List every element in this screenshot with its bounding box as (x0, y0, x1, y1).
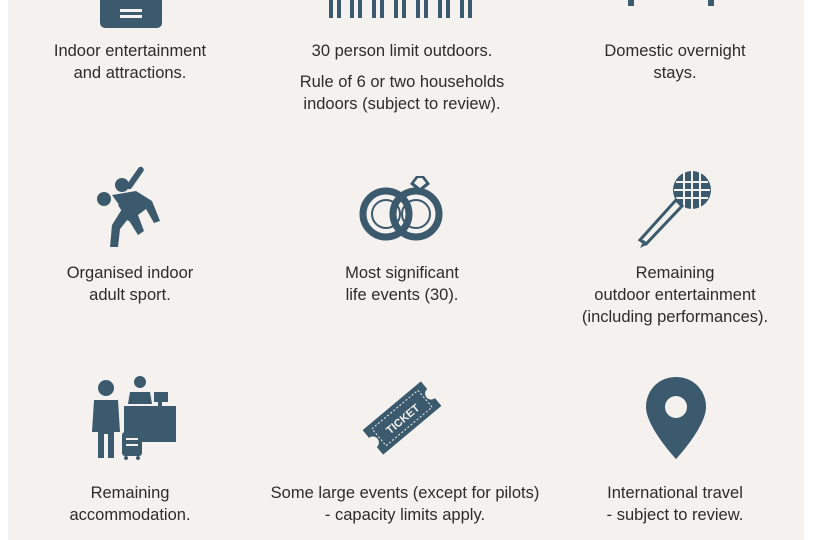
microphone-icon (637, 171, 711, 248)
life-events-line2: life events (30). (345, 286, 459, 304)
overnight-stays-line1: Domestic overnight (604, 42, 746, 60)
cell-person-limit: 30 person limit outdoors. Rule of 6 or t… (262, 40, 542, 115)
large-events-line1: Some large events (except for pilots) (270, 484, 540, 502)
cell-overnight-stays: Domestic overnight stays. (565, 40, 785, 84)
cell-indoor-entertainment: Indoor entertainment and attractions. (20, 40, 240, 84)
bed-icon (628, 0, 714, 6)
cell-large-events: Some large events (except for pilots) - … (237, 482, 573, 526)
overnight-stays-line2: stays. (653, 64, 697, 82)
accommodation-line2: accommodation. (69, 506, 191, 524)
people-group-icon (329, 0, 472, 18)
outdoor-entertainment-line2: outdoor entertainment (594, 286, 756, 304)
cell-outdoor-entertainment: Remaining outdoor entertainment (includi… (555, 262, 795, 328)
large-events-line2: - capacity limits apply. (324, 506, 486, 524)
indoor-entertainment-line2: and attractions. (73, 64, 187, 82)
hotel-reception-icon (92, 376, 176, 460)
indoor-sport-line1: Organised indoor (66, 264, 194, 282)
cell-indoor-sport: Organised indoor adult sport. (20, 262, 240, 306)
wedding-rings-icon (359, 176, 443, 241)
person-limit-line1: 30 person limit outdoors. (311, 42, 493, 60)
indoor-sport-line2: adult sport. (89, 286, 171, 304)
ticket-kiosk-icon (100, 0, 162, 28)
person-limit-sub-line1: Rule of 6 or two households (299, 73, 505, 91)
sport-players-icon (97, 166, 160, 247)
person-limit-sub-line2: indoors (subject to review). (303, 95, 501, 113)
cell-accommodation: Remaining accommodation. (20, 482, 240, 526)
accommodation-line1: Remaining (90, 484, 170, 502)
international-travel-line1: International travel (607, 484, 743, 502)
cell-international-travel: International travel - subject to review… (565, 482, 785, 526)
indoor-entertainment-line1: Indoor entertainment (53, 42, 207, 60)
outdoor-entertainment-line3: (including performances). (581, 308, 769, 326)
outdoor-entertainment-line1: Remaining (635, 264, 715, 282)
cell-life-events: Most significant life events (30). (292, 262, 512, 306)
event-ticket-icon: TICKET (360, 378, 444, 458)
location-pin-icon (646, 377, 706, 459)
life-events-line1: Most significant (345, 264, 459, 282)
international-travel-line2: - subject to review. (606, 506, 744, 524)
